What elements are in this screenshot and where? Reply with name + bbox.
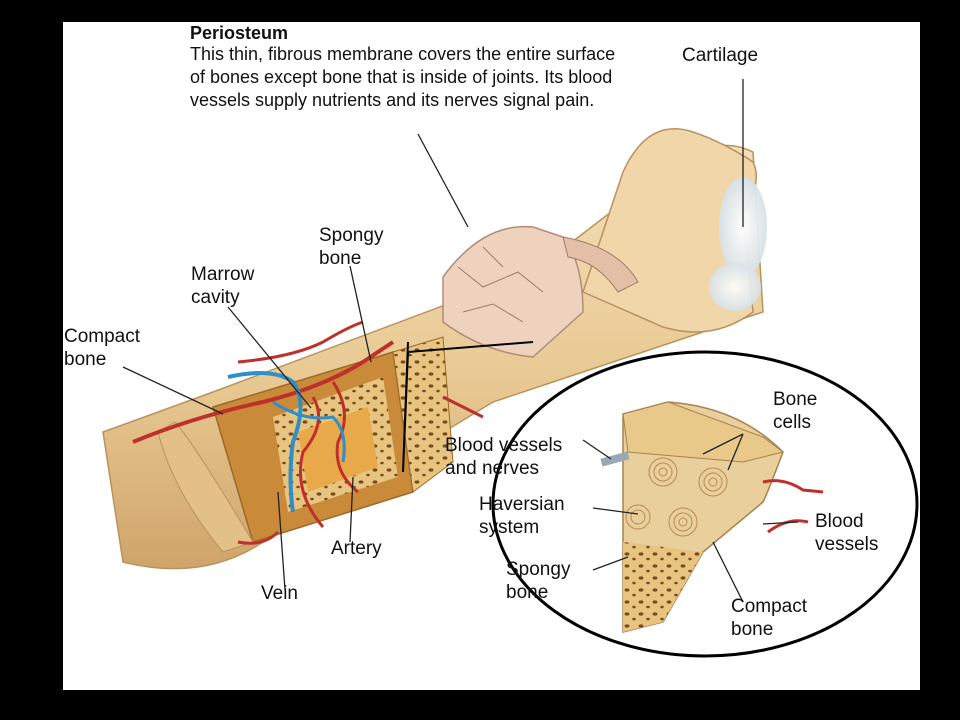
periosteum-band (442, 225, 584, 358)
periosteum-flap (562, 236, 639, 293)
leader-lines (122, 79, 799, 603)
label-artery: Artery (331, 538, 382, 559)
label-vein: Vein (261, 583, 298, 604)
periosteum-description: This thin, fibrous membrane covers the e… (190, 44, 616, 110)
haversian-rings (625, 457, 728, 537)
bone-illustration (102, 79, 919, 658)
diagram-panel: Periosteum This thin, fibrous membrane c… (63, 22, 920, 690)
label-cartilage: Cartilage (682, 45, 759, 66)
artery-vessel (132, 340, 395, 444)
periosteum-title: Periosteum (190, 23, 289, 43)
vein-vessel (227, 371, 303, 513)
inset-connector (402, 341, 534, 473)
